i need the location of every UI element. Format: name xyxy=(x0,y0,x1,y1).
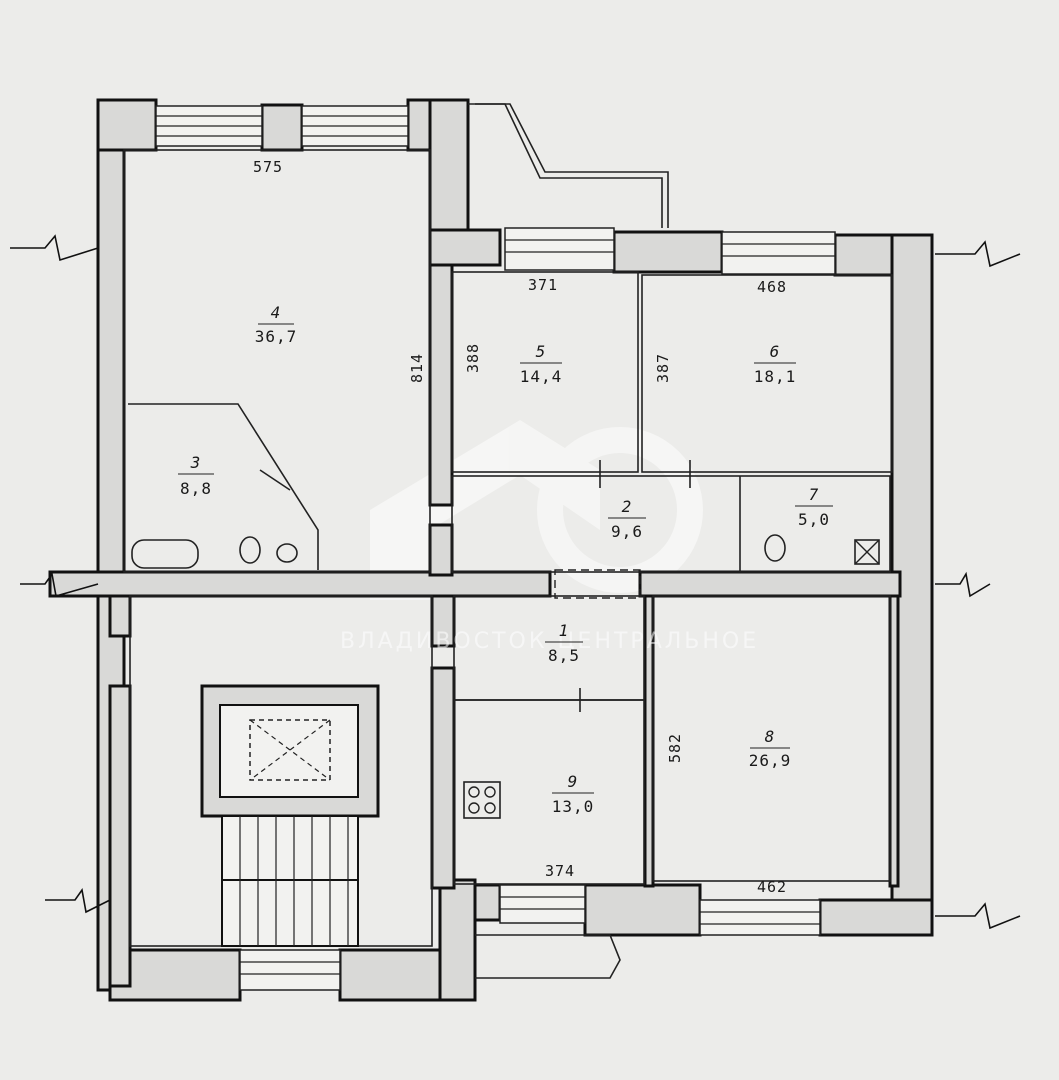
room-9-number: 9 xyxy=(568,772,579,791)
room-9-area: 13,0 xyxy=(552,797,595,816)
room-6-area: 18,1 xyxy=(754,367,797,386)
room-8-number: 8 xyxy=(765,727,776,746)
dim-468: 468 xyxy=(757,278,787,296)
windows xyxy=(155,103,836,991)
room-4-area: 36,7 xyxy=(255,327,298,346)
shower-icon xyxy=(854,539,880,565)
room-3-number: 3 xyxy=(190,453,202,472)
staircase xyxy=(221,815,359,947)
dim-388: 388 xyxy=(464,343,482,373)
room-2-number: 2 xyxy=(622,497,633,516)
fixtures xyxy=(131,534,880,819)
room-4-number: 4 xyxy=(271,303,282,322)
toilet-icon xyxy=(764,534,786,562)
dim-374: 374 xyxy=(545,862,575,880)
room-8-area: 26,9 xyxy=(749,751,792,770)
sink-icon xyxy=(276,543,298,563)
stove-icon xyxy=(463,781,501,819)
dim-371: 371 xyxy=(528,276,558,294)
room-5-area: 14,4 xyxy=(520,367,563,386)
break-lines xyxy=(10,234,1021,930)
room-1-area: 8,5 xyxy=(548,646,580,665)
room-5-number: 5 xyxy=(536,342,547,361)
dim-814: 814 xyxy=(408,353,426,383)
room-3-area: 8,8 xyxy=(180,479,212,498)
outer-walls xyxy=(96,98,934,1002)
room-6-number: 6 xyxy=(770,342,781,361)
dim-575: 575 xyxy=(253,158,283,176)
room-7-number: 7 xyxy=(809,485,820,504)
room-2-area: 9,6 xyxy=(611,522,643,541)
toilet-icon xyxy=(239,536,261,564)
room-1-number: 1 xyxy=(559,621,570,640)
dim-582: 582 xyxy=(666,733,684,763)
dim-387: 387 xyxy=(654,353,672,383)
dim-462: 462 xyxy=(757,878,787,896)
watermark-logo xyxy=(370,420,703,600)
room-7-area: 5,0 xyxy=(798,510,830,529)
dimension-labels: 575 814 371 388 387 468 582 374 462 xyxy=(253,158,787,896)
bathtub-icon xyxy=(131,539,199,569)
room-labels: 4 36,7 3 8,8 5 14,4 6 18,1 2 9,6 7 5,0 1… xyxy=(178,303,833,816)
